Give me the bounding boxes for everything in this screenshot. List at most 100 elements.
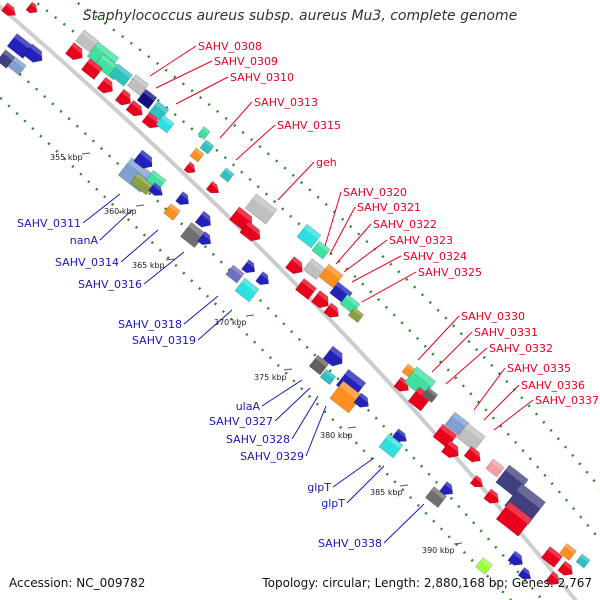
gene-label[interactable]: SAHV_0324 xyxy=(403,250,467,263)
gene-feature xyxy=(545,571,563,586)
gene-label[interactable]: SAHV_0316 xyxy=(78,278,142,291)
gene-label[interactable]: SAHV_0314 xyxy=(55,256,119,269)
gene-label[interactable]: SAHV_0309 xyxy=(214,55,278,68)
gene-feature xyxy=(311,240,331,260)
gene-feature xyxy=(155,114,175,134)
gene-feature xyxy=(302,258,326,280)
gene-feature xyxy=(147,182,166,196)
gene-label[interactable]: SAHV_0338 xyxy=(318,537,382,550)
gene-feature xyxy=(145,169,167,191)
callout-line xyxy=(351,255,402,283)
callout-line xyxy=(183,295,219,325)
gene-label[interactable]: SAHV_0308 xyxy=(198,40,262,53)
label-callouts xyxy=(82,45,534,544)
gene-feature xyxy=(421,386,439,404)
callout-line xyxy=(155,60,213,89)
callout-line xyxy=(473,367,506,411)
gene-label[interactable]: SAHV_0332 xyxy=(489,342,553,355)
kbp-label: 390 kbp xyxy=(422,546,455,555)
callout-line xyxy=(431,331,473,373)
callout-line xyxy=(175,76,229,105)
topology-label: Topology: circular; Length: 2,880,168 bp… xyxy=(262,576,592,590)
gene-feature xyxy=(114,88,135,106)
callout-line xyxy=(493,399,534,431)
gene-feature xyxy=(255,271,273,286)
gene-feature xyxy=(239,220,265,242)
gene-feature xyxy=(440,440,463,459)
gene-feature xyxy=(25,1,41,14)
kbp-tick xyxy=(135,204,145,207)
gene-labels: SAHV_0308SAHV_0309SAHV_0310SAHV_0313SAHV… xyxy=(17,40,599,550)
gene-feature xyxy=(310,290,333,309)
gene-label[interactable]: SAHV_0323 xyxy=(389,234,453,247)
gene-label[interactable]: SAHV_0329 xyxy=(240,450,304,463)
gene-feature xyxy=(75,29,99,53)
gene-label[interactable]: glpT xyxy=(307,481,331,494)
gene-label[interactable]: glpT xyxy=(321,497,345,510)
gene-feature xyxy=(540,546,564,568)
gene-label[interactable]: SAHV_0335 xyxy=(507,362,571,375)
gene-feature xyxy=(559,543,577,561)
gene-feature xyxy=(294,278,318,300)
callout-line xyxy=(483,384,520,421)
gene-label[interactable]: geh xyxy=(316,156,337,169)
kbp-tick xyxy=(245,314,255,317)
gene-feature xyxy=(495,501,533,537)
gene-label[interactable]: SAHV_0318 xyxy=(118,318,182,331)
kbp-tick xyxy=(283,368,293,371)
gene-label[interactable]: SAHV_0336 xyxy=(521,379,585,392)
callout-line xyxy=(149,45,197,77)
callout-line xyxy=(335,223,372,265)
gene-feature xyxy=(199,139,215,155)
gene-feature xyxy=(125,99,146,117)
gene-feature xyxy=(64,42,87,61)
gene-feature xyxy=(575,553,591,569)
gene-feature xyxy=(244,193,278,225)
gene-feature xyxy=(136,88,158,110)
gene-label[interactable]: SAHV_0320 xyxy=(343,186,407,199)
genome-backbone xyxy=(0,3,578,600)
gene-feature xyxy=(0,2,19,16)
kbp-label: 385 kbp xyxy=(370,488,403,497)
gene-feature xyxy=(322,345,348,367)
gene-feature xyxy=(225,264,245,284)
gene-feature xyxy=(7,56,27,76)
callout-line xyxy=(120,229,159,263)
gene-label[interactable]: SAHV_0331 xyxy=(474,326,538,339)
kbp-tick xyxy=(347,426,357,429)
kbp-label: 370 kbp xyxy=(214,318,247,327)
gene-label[interactable]: SAHV_0327 xyxy=(209,415,273,428)
kbp-label: 355 kbp xyxy=(50,153,83,162)
gene-label[interactable]: SAHV_0325 xyxy=(418,266,482,279)
gene-label[interactable]: SAHV_0311 xyxy=(17,217,81,230)
callout-line xyxy=(329,206,356,255)
gene-label[interactable]: SAHV_0321 xyxy=(357,201,421,214)
gene-label[interactable]: SAHV_0319 xyxy=(132,334,196,347)
gene-feature xyxy=(318,263,344,289)
gene-feature xyxy=(219,167,235,183)
gene-label[interactable]: SAHV_0315 xyxy=(277,119,341,132)
gene-label[interactable]: SAHV_0337 xyxy=(535,394,599,407)
callout-line xyxy=(219,101,253,139)
gene-feature xyxy=(347,306,365,324)
gene-feature xyxy=(234,277,260,303)
kbp-label: 375 kbp xyxy=(254,373,287,382)
gene-label[interactable]: nanA xyxy=(70,234,99,247)
gene-feature xyxy=(329,380,363,414)
callout-line xyxy=(305,405,327,457)
kbp-label: 360 kbp xyxy=(104,207,137,216)
gene-label[interactable]: SAHV_0328 xyxy=(226,433,290,446)
gene-label[interactable]: SAHV_0313 xyxy=(254,96,318,109)
gene-feature xyxy=(469,474,486,488)
kbp-tick xyxy=(453,542,463,545)
gene-label[interactable]: SAHV_0330 xyxy=(461,310,525,323)
gene-label[interactable]: ulaA xyxy=(236,400,261,413)
gene-feature xyxy=(323,302,343,318)
gene-label[interactable]: SAHV_0322 xyxy=(373,218,437,231)
gene-label[interactable]: SAHV_0310 xyxy=(230,71,294,84)
gene-feature xyxy=(189,147,205,163)
callout-line xyxy=(235,124,276,161)
gene-feature xyxy=(507,550,527,566)
